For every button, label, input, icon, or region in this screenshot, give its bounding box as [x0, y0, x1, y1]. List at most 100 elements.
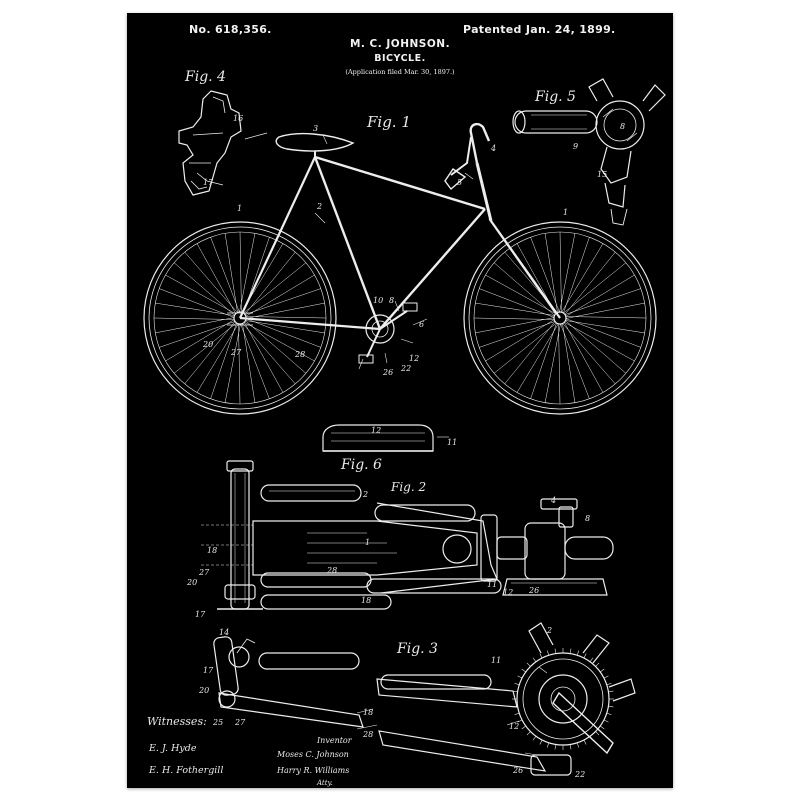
spoke-line [159, 288, 235, 318]
spoke-line [245, 320, 325, 334]
spoke-line [485, 274, 556, 315]
spoke-line [564, 251, 616, 315]
spoke-line [196, 243, 237, 314]
spoke-line [475, 317, 555, 334]
tooth-line [517, 675, 523, 679]
spoke-line [245, 318, 321, 348]
spoke-line [530, 322, 557, 399]
witness-signature: E. J. Hyde [148, 743, 197, 754]
tooth-line [517, 719, 523, 723]
ref-label: 16 [233, 114, 243, 123]
spoke-line [165, 274, 236, 315]
ref-label: 12 [509, 722, 519, 731]
ref-label: 2 [316, 202, 322, 211]
spoke-line [244, 321, 315, 362]
tooth-line [521, 725, 526, 730]
spoke-line [245, 302, 325, 319]
ref-label: 11 [487, 580, 497, 589]
spoke-line [238, 323, 241, 405]
tooth-line [569, 744, 572, 750]
spoke-line [493, 262, 555, 316]
witnesses-heading: Witnesses: [147, 715, 207, 728]
tooth-line [603, 675, 609, 679]
spoke-line [243, 262, 307, 314]
tooth-line [606, 712, 612, 716]
fig1-bicycle [143, 122, 657, 415]
ref-label: 26 [528, 586, 539, 595]
front-wheel-spokes [473, 231, 647, 405]
ref-label: 14 [219, 628, 229, 637]
application-filed: (Application filed Mar. 30, 1897.) [345, 68, 455, 76]
ref-label: 2 [546, 626, 552, 635]
spoke-line [173, 322, 237, 374]
patent-title: BICYCLE. [374, 53, 426, 64]
tooth-line [576, 650, 580, 656]
spoke-line [240, 323, 270, 399]
ref-label: 11 [447, 438, 457, 447]
ref-label: 3 [313, 124, 318, 133]
ref-label: 27 [198, 568, 210, 577]
tooth-line [526, 731, 531, 736]
fig1-caption: Fig. 1 [366, 113, 411, 131]
spoke-line [245, 320, 307, 374]
spoke-line [243, 322, 284, 393]
spoke-line [516, 323, 559, 393]
ref-label: 1 [563, 208, 568, 217]
spoke-line [485, 319, 555, 362]
ref-label: 17 [203, 178, 214, 187]
ref-label: 4 [550, 496, 556, 505]
tooth-line [532, 736, 537, 741]
spoke-line [493, 322, 557, 374]
spoke-line [565, 316, 647, 319]
ref-label: 8 [620, 122, 625, 131]
fig5-hub [512, 78, 666, 226]
ref-label: 17 [203, 666, 214, 675]
spoke-line [184, 251, 238, 313]
spoke-line [544, 323, 561, 403]
spoke-line [224, 323, 241, 403]
spoke-line [565, 320, 645, 334]
spoke-line [165, 319, 235, 362]
ref-label: 22 [400, 364, 411, 373]
ref-label: 20 [186, 578, 197, 587]
spoke-line [565, 320, 627, 374]
ref-label: 4 [490, 144, 496, 153]
spoke-line [210, 237, 240, 313]
spoke-line [563, 322, 604, 393]
tooth-line [603, 719, 609, 723]
ref-label: 1 [237, 204, 242, 213]
tooth-line [526, 662, 531, 667]
spoke-line [479, 288, 555, 318]
spoke-line [244, 288, 321, 315]
spoke-line [565, 318, 641, 348]
spoke-line [224, 233, 238, 313]
ref-label: 5 [457, 178, 462, 187]
inventor-heading: Inventor [316, 736, 353, 745]
fig2-assembly [201, 460, 614, 610]
tooth-line [546, 650, 550, 656]
ref-label: 8 [389, 296, 394, 305]
ref-label: 10 [373, 296, 383, 305]
spoke-line [159, 321, 236, 348]
ref-label: 27 [230, 348, 242, 357]
fig2-caption: Fig. 2 [390, 480, 426, 494]
spoke-line [562, 323, 616, 385]
ref-label: 26 [382, 368, 393, 377]
tooth-line [583, 653, 587, 659]
spoke-line [565, 302, 645, 319]
ref-label: 28 [326, 566, 337, 575]
ref-label: 18 [361, 596, 371, 605]
fig4-bracket [178, 90, 268, 196]
tooth-line [600, 725, 605, 730]
spoke-line [210, 322, 237, 399]
ref-label: 6 [419, 320, 424, 329]
tooth-line [521, 668, 526, 673]
ref-label: 20 [202, 340, 213, 349]
ref-label: 28 [362, 730, 373, 739]
spoke-line [244, 251, 296, 315]
attorney-role: Atty. [316, 779, 333, 787]
tooth-line [595, 731, 600, 736]
tooth-line [576, 742, 580, 748]
ref-label: 12 [409, 354, 419, 363]
ref-label: 22 [574, 770, 585, 779]
